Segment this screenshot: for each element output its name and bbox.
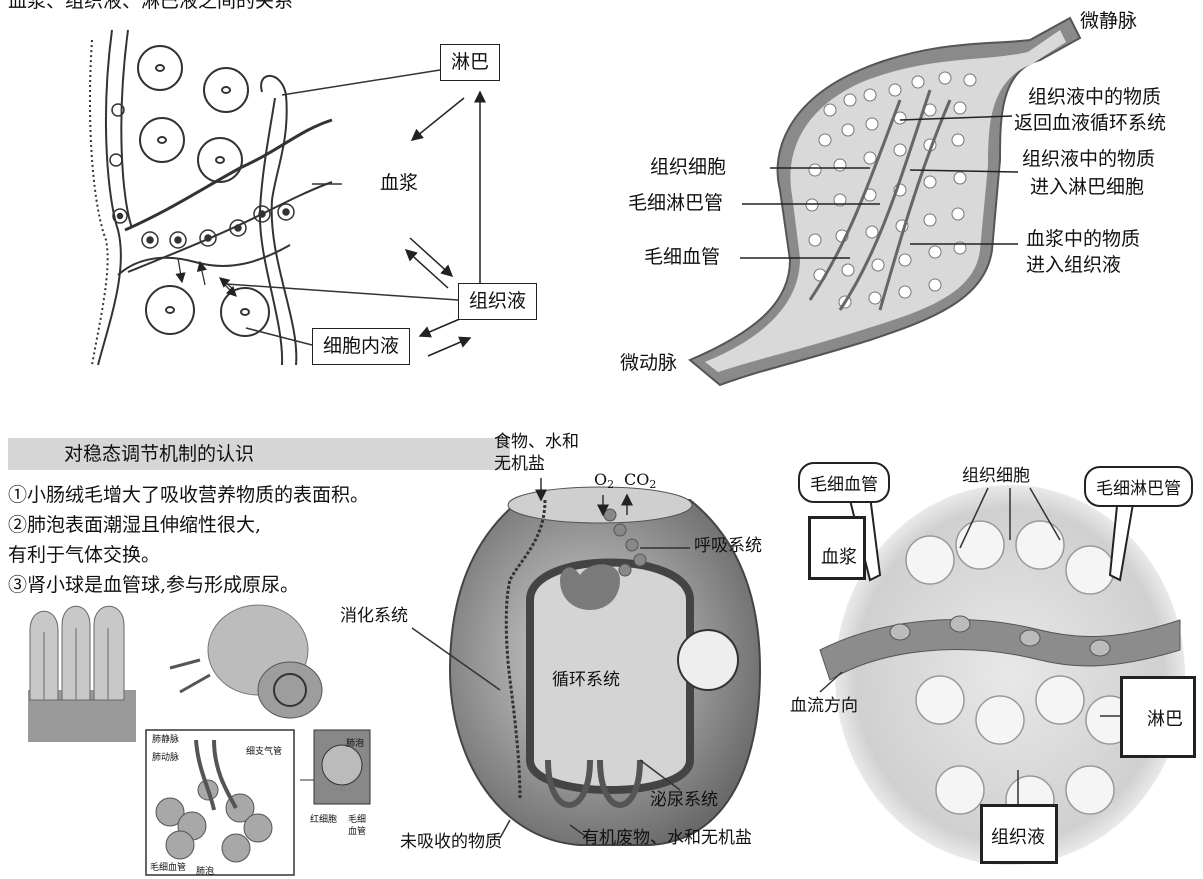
lung-label-bronchiole: 细支气管 [246, 747, 283, 757]
bubble-lymph-capillary: 毛细淋巴管 [1084, 466, 1193, 507]
note-return-line2: 返回血液循环系统 [1014, 112, 1167, 134]
box-plasma: 血浆 [808, 516, 866, 580]
label-unabsorbed-matter: 未吸收的物质 [400, 832, 502, 852]
box-tissue-fluid-right: 组织液 [980, 804, 1058, 864]
label-tissue-cell: 组织细胞 [650, 156, 727, 178]
note-return-line1: 组织液中的物质 [1028, 86, 1162, 108]
label-urinary-system: 泌尿系统 [650, 790, 718, 810]
figure-title-blood-tissue-lymph: 血浆、组织液、淋巴液之间的关系 [8, 0, 294, 12]
label-arteriole: 微动脉 [620, 352, 678, 374]
box-intracellular-fluid: 细胞内液 [312, 328, 411, 365]
relation-arrows [404, 90, 486, 357]
lung-label-capillary-1: 毛细 [348, 815, 367, 825]
tissue-sketch [88, 29, 333, 366]
villi-illustration [28, 604, 371, 876]
label-venule: 微静脉 [1080, 10, 1138, 32]
point-alveoli-line1: ②肺泡表面潮湿且伸缩性很大, [8, 514, 262, 536]
body-systems [411, 478, 762, 846]
lung-label-pulmonary-artery: 肺动脉 [152, 753, 180, 763]
leader-lines-right [740, 115, 1019, 259]
label-metabolic-wastes: 有机废物、水和无机盐 [582, 828, 752, 848]
box-lymph-right: 淋巴 [1120, 676, 1196, 758]
point-intestinal-villi: ①小肠绒毛增大了吸收营养物质的表面积。 [8, 484, 370, 506]
label-circulatory-system: 循环系统 [552, 670, 620, 690]
box-lymph: 淋巴 [440, 44, 501, 81]
label-lymph-capillary: 毛细淋巴管 [628, 192, 724, 214]
lung-label-alveolus-bottom: 肺泡 [196, 867, 215, 877]
bubble-blood-capillary: 毛细血管 [798, 462, 890, 503]
label-food-line2: 无机盐 [494, 454, 545, 474]
lung-label-red-blood-cell: 红细胞 [310, 815, 338, 825]
box-tissue-fluid: 组织液 [458, 283, 538, 320]
point-glomerulus: ③肾小球是血管球,参与形成原尿。 [8, 574, 300, 596]
lung-label-capillary-2: 血管 [348, 827, 367, 837]
note-plasma-line2: 进入组织液 [1026, 254, 1122, 276]
lung-label-pulmonary-vein: 肺静脉 [152, 735, 180, 745]
label-plasma: 血浆 [380, 172, 419, 194]
lung-label-capillary-bottom: 毛细血管 [150, 863, 187, 873]
label-tissue-cells: 组织细胞 [962, 466, 1030, 486]
label-digestive-system: 消化系统 [340, 606, 408, 626]
section-title-bar: 对稳态调节机制的认识 [8, 438, 510, 470]
note-lymph-line2: 进入淋巴细胞 [1030, 176, 1145, 198]
label-carbon-dioxide: CO2 [624, 470, 657, 491]
label-oxygen: O2 [594, 470, 615, 491]
lung-label-alveolus-inset: 肺泡 [346, 739, 365, 749]
label-food-line1: 食物、水和 [494, 432, 579, 452]
note-lymph-line1: 组织液中的物质 [1022, 148, 1156, 170]
leader-lines-left [225, 69, 459, 346]
capillary-bed [688, 16, 1082, 387]
point-alveoli-line2: 有利于气体交换。 [8, 544, 161, 566]
label-blood-capillary: 毛细血管 [644, 246, 721, 268]
label-respiratory-system: 呼吸系统 [694, 536, 762, 556]
label-blood-flow-direction: 血流方向 [790, 696, 858, 716]
note-plasma-line1: 血浆中的物质 [1026, 228, 1141, 250]
